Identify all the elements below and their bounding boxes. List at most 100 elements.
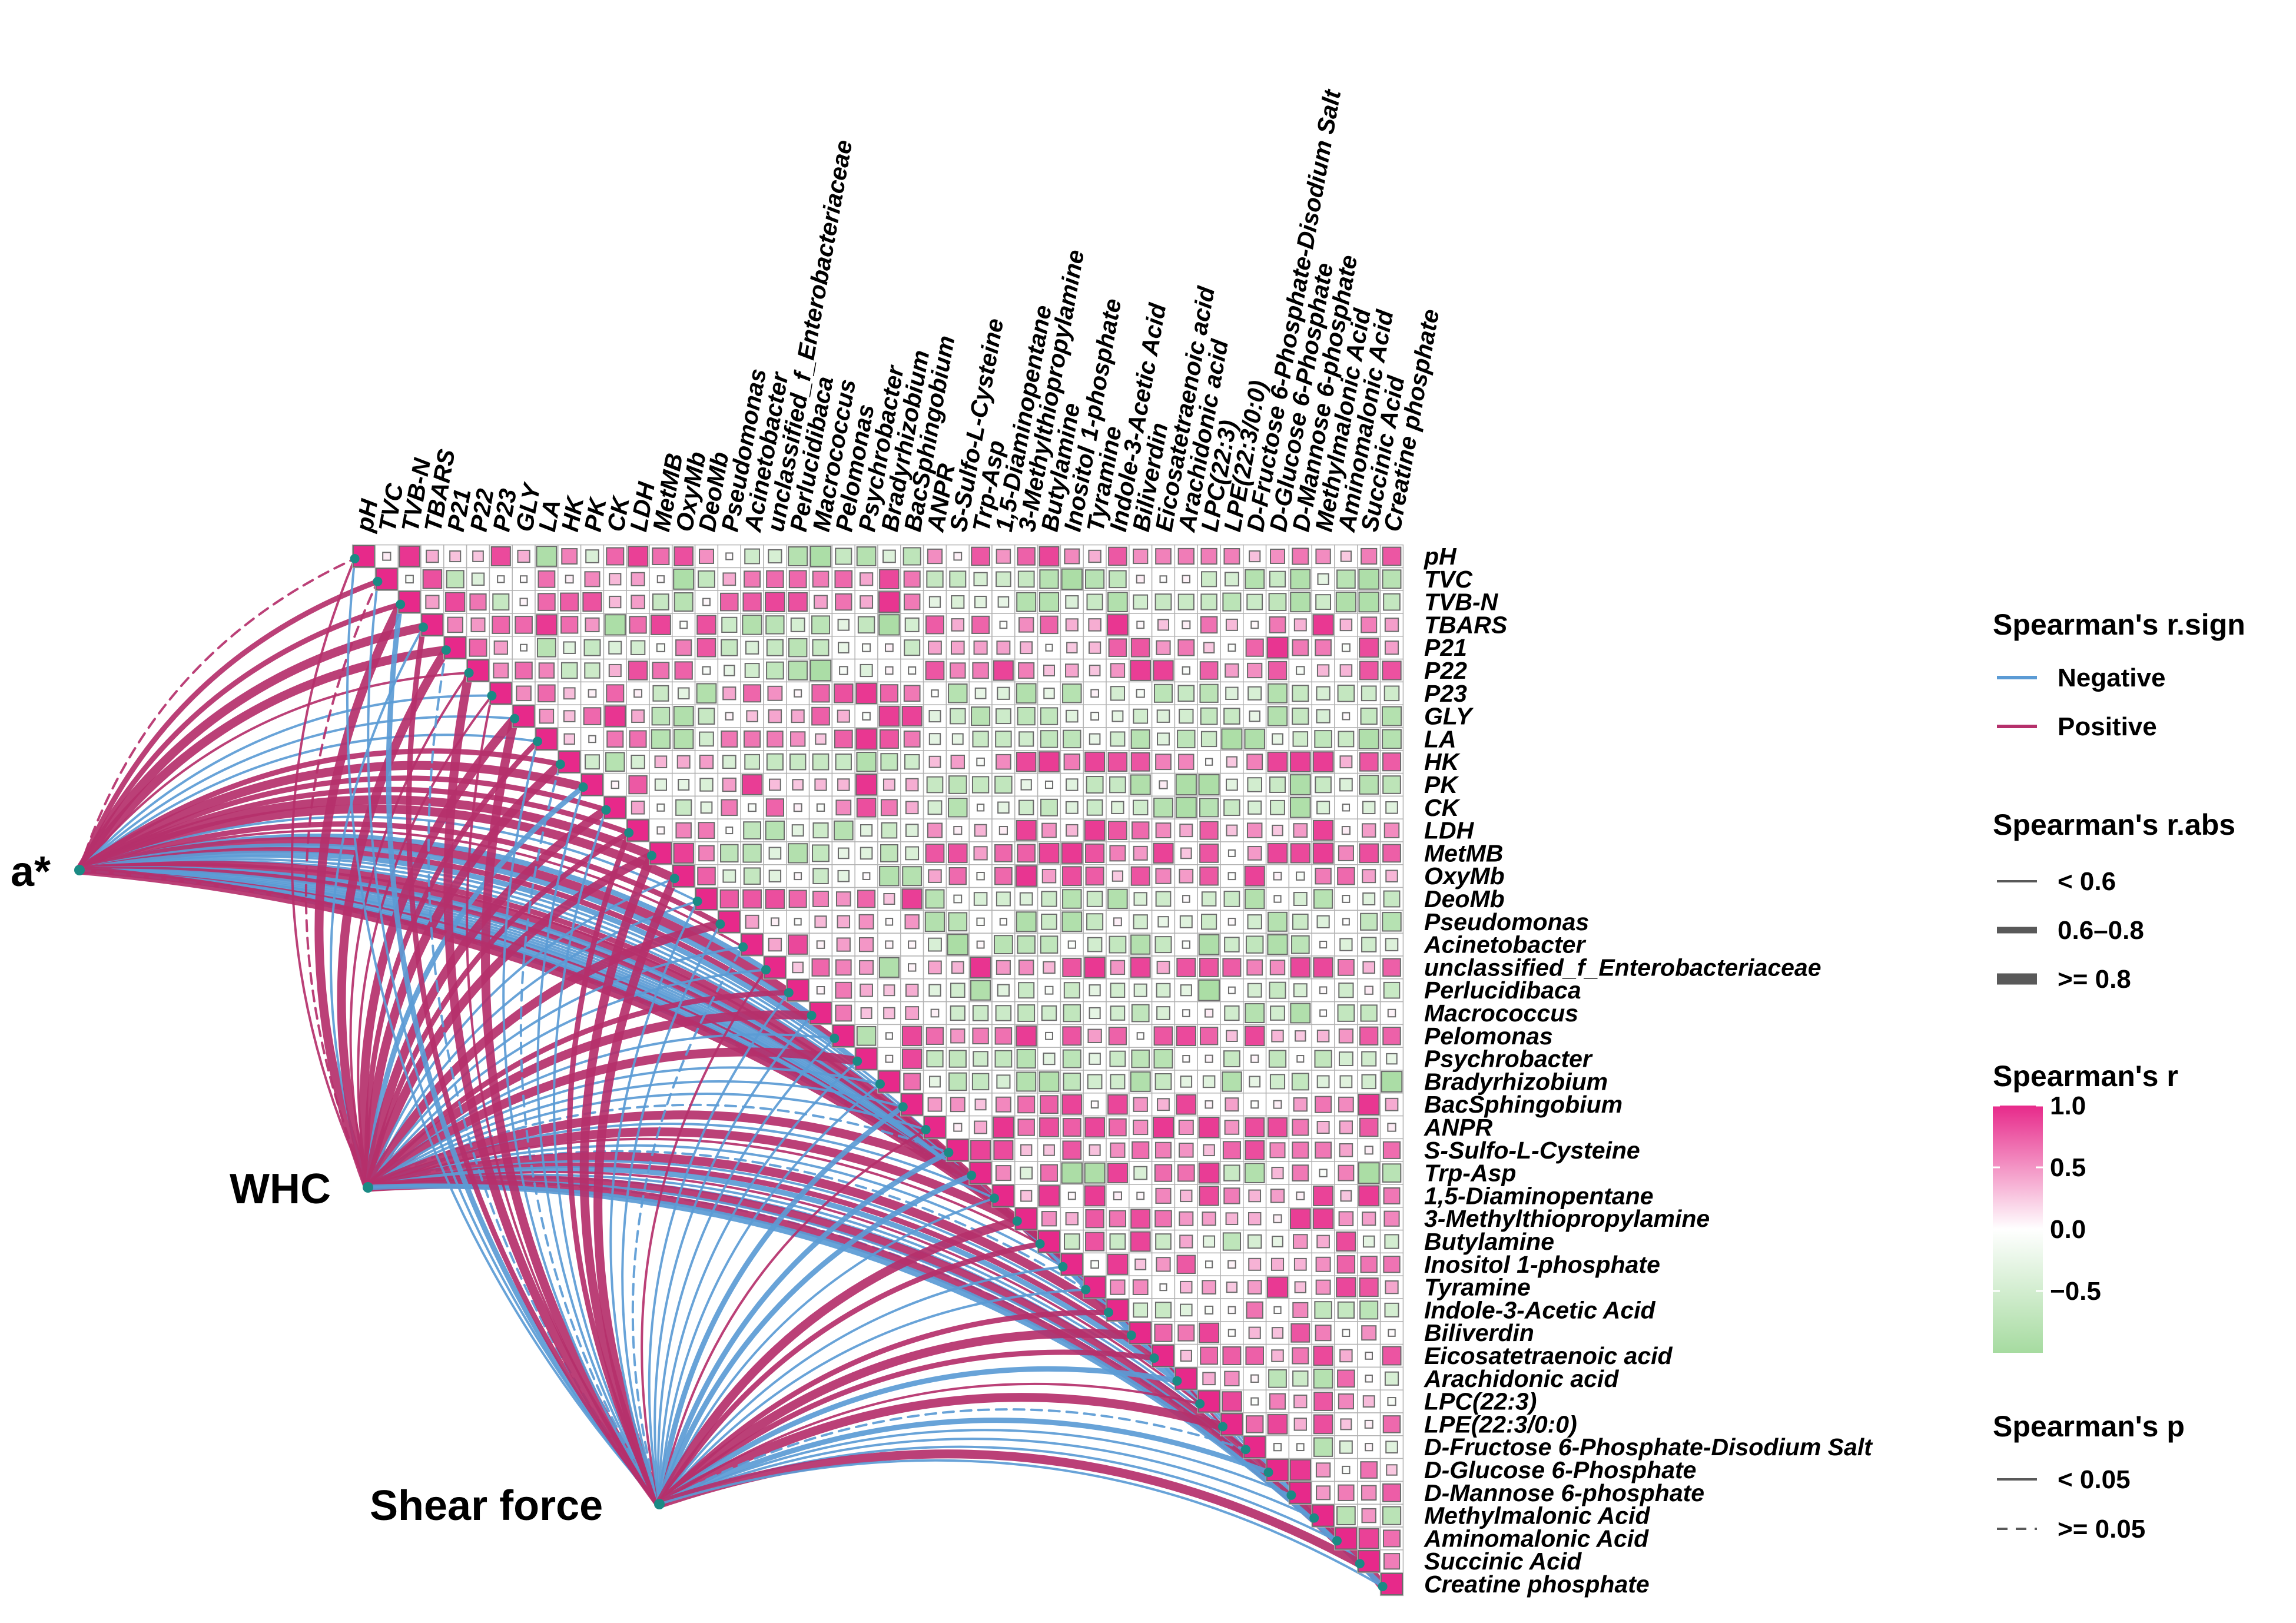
- matrix-cell: [945, 1115, 970, 1140]
- matrix-cell: [877, 1001, 901, 1025]
- matrix-cell: [1357, 1526, 1381, 1551]
- matrix-cell: [900, 1024, 924, 1048]
- matrix-cell: [717, 590, 741, 614]
- matrix-cell: [1014, 887, 1038, 911]
- row-label-tyramine: Tyramine: [1424, 1274, 1531, 1301]
- matrix-cell: [1106, 932, 1130, 957]
- matrix-cell: [694, 795, 719, 819]
- row-label-succinic-acid: Succinic Acid: [1424, 1548, 1582, 1575]
- matrix-cell: [1014, 795, 1038, 819]
- matrix-cell: [831, 910, 855, 934]
- matrix-cell: [580, 750, 605, 774]
- network-edge: [367, 1093, 927, 1189]
- matrix-cell: [1151, 978, 1176, 1003]
- matrix-cell: [1129, 1070, 1153, 1094]
- matrix-cell: [1379, 1024, 1404, 1048]
- matrix-cell: [1220, 1366, 1244, 1390]
- matrix-cell: [1288, 955, 1312, 980]
- matrix-cell: [1311, 864, 1335, 888]
- color-tick-label: 0.5: [2050, 1153, 2086, 1182]
- network-edge: [655, 1393, 1227, 1509]
- matrix-cell: [1106, 1047, 1130, 1071]
- matrix-cell: [1083, 681, 1107, 705]
- anchor-dot: [1355, 1559, 1365, 1569]
- matrix-cell: [1151, 1138, 1176, 1162]
- matrix-cell: [1265, 1115, 1290, 1140]
- matrix-cell: [1311, 1503, 1335, 1528]
- matrix-cell: [1037, 1047, 1061, 1071]
- matrix-cell: [1357, 1252, 1381, 1276]
- matrix-cell: [649, 704, 673, 728]
- matrix-cell: [1083, 1138, 1107, 1162]
- matrix-cell: [923, 887, 947, 911]
- color-scale-bar: [1993, 1106, 2043, 1353]
- matrix-cell: [786, 795, 810, 819]
- legend-abs-title: Spearman's r.abs: [1993, 808, 2235, 841]
- matrix-cell: [1037, 1093, 1061, 1117]
- matrix-cell: [900, 567, 924, 591]
- matrix-cell: [968, 750, 993, 774]
- row-label-lpe-22-3-0-0: LPE(22:3/0:0): [1424, 1410, 1577, 1438]
- matrix-cell: [1334, 727, 1358, 751]
- matrix-cell: [923, 932, 947, 957]
- matrix-cell: [1174, 567, 1198, 591]
- matrix-cell: [717, 727, 741, 751]
- matrix-cell: [968, 567, 993, 591]
- matrix-cell: [694, 750, 719, 774]
- matrix-cell: [1129, 1298, 1153, 1322]
- row-label-gly: GLY: [1424, 703, 1474, 730]
- matrix-cell: [1174, 1321, 1198, 1345]
- matrix-cell: [1037, 681, 1061, 705]
- matrix-cell: [900, 590, 924, 614]
- matrix-cell: [1311, 978, 1335, 1003]
- matrix-cell: [991, 955, 1016, 980]
- matrix-cell: [1357, 1001, 1381, 1025]
- matrix-cell: [1129, 818, 1153, 842]
- matrix-cell: [1197, 613, 1221, 637]
- matrix-cell: [1220, 681, 1244, 705]
- matrix-cell: [1129, 1161, 1153, 1185]
- matrix-cell: [1083, 1184, 1107, 1208]
- matrix-cell: [717, 818, 741, 842]
- matrix-cell: [1288, 910, 1312, 934]
- matrix-cell: [877, 955, 901, 980]
- matrix-cell: [1265, 1366, 1290, 1390]
- color-tick-label: 0.0: [2050, 1215, 2086, 1244]
- matrix-cell: [1129, 681, 1153, 705]
- network-edge: [481, 714, 664, 1509]
- matrix-cell: [1174, 864, 1198, 888]
- matrix-cell: [672, 567, 696, 591]
- matrix-cell: [808, 704, 833, 728]
- network-edge: [359, 714, 519, 1192]
- matrix-cell: [1197, 1207, 1221, 1231]
- matrix-cell: [854, 910, 878, 934]
- matrix-cell: [1265, 1298, 1290, 1322]
- matrix-cell: [1334, 750, 1358, 774]
- matrix-cell: [945, 932, 970, 957]
- matrix-cell: [1311, 772, 1335, 797]
- matrix-cell: [877, 978, 901, 1003]
- matrix-cell: [923, 864, 947, 888]
- matrix-cell: [1243, 772, 1267, 797]
- matrix-cell: [717, 772, 741, 797]
- matrix-cell: [1197, 841, 1221, 865]
- matrix-cell: [968, 818, 993, 842]
- matrix-cell: [1060, 818, 1084, 842]
- matrix-cell: [466, 590, 490, 614]
- matrix-cell: [740, 772, 764, 797]
- matrix-cell: [1265, 590, 1290, 614]
- anchor-dot: [396, 599, 406, 609]
- matrix-cell: [603, 772, 627, 797]
- network-edge: [78, 855, 881, 1086]
- matrix-cell: [854, 955, 878, 980]
- matrix-cell: [672, 864, 696, 888]
- matrix-cell: [1288, 795, 1312, 819]
- matrix-cell: [991, 590, 1016, 614]
- matrix-cell: [1129, 1093, 1153, 1117]
- matrix-cell: [923, 567, 947, 591]
- matrix-cell: [672, 772, 696, 797]
- matrix-cell: [1129, 1138, 1153, 1162]
- matrix-cell: [1197, 544, 1221, 569]
- matrix-cell: [1151, 864, 1176, 888]
- matrix-cell: [717, 636, 741, 660]
